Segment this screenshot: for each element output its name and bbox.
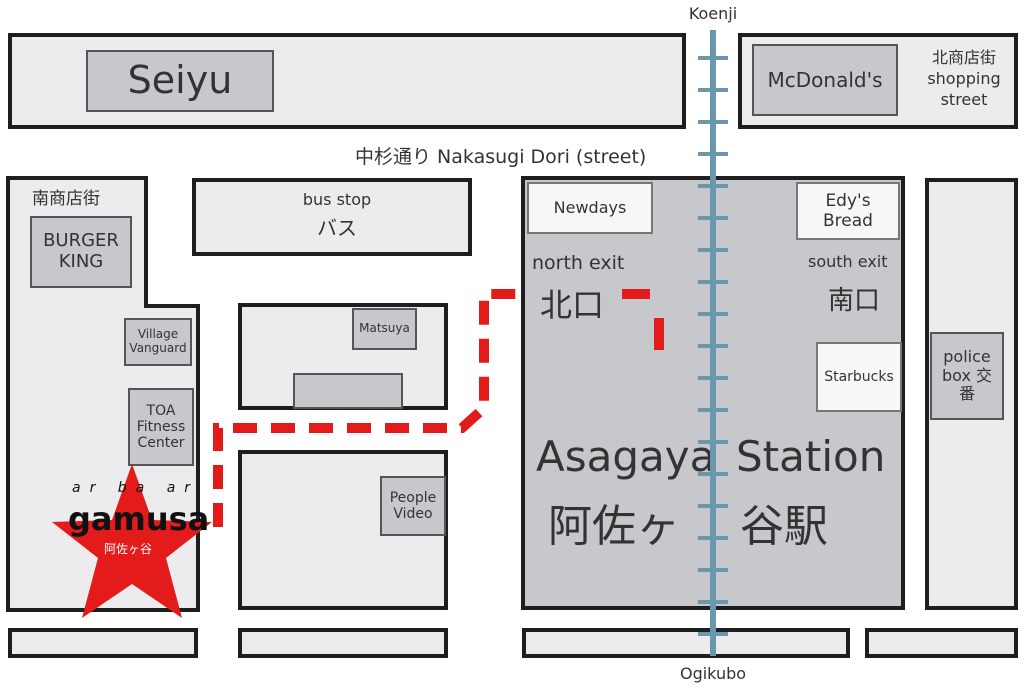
station-name-en-right: Station	[736, 432, 886, 481]
matsuya-store: Matsuya	[352, 308, 417, 350]
walking-route-path	[213, 289, 528, 527]
station-name-en-left: Asagaya	[536, 432, 716, 481]
block-bottom-station	[522, 628, 850, 658]
burger-king-store: BURGER KING	[30, 216, 132, 288]
newdays-shop: Newdays	[527, 182, 653, 234]
street-label: 中杉通り Nakasugi Dori (street)	[355, 146, 647, 168]
seiyu-store: Seiyu	[86, 50, 274, 112]
north-exit-jp-label: 北口	[540, 286, 605, 324]
gamusa-venue-marker	[52, 464, 212, 618]
village-vanguard-store: Village Vanguard	[124, 318, 192, 366]
toa-fitness-store: TOA Fitness Center	[128, 388, 194, 466]
edys-bread-shop: Edy's Bread	[796, 182, 900, 240]
north-exit-label: north exit	[532, 252, 625, 274]
railway-line	[698, 30, 728, 656]
gamusa-star	[52, 464, 212, 618]
south-exit-jp-label: 南口	[828, 286, 881, 316]
block-bottom-right	[865, 628, 1018, 658]
block-bottom-left	[8, 628, 198, 658]
starbucks-shop: Starbucks	[816, 342, 902, 412]
mcdonalds-store: McDonald's	[752, 44, 898, 116]
koenji-label: Koenji	[688, 4, 738, 23]
gamusa-logo: gamusa	[68, 500, 210, 538]
south-exit-label: south exit	[808, 252, 888, 271]
police-box: police box 交番	[930, 332, 1004, 420]
north-shopping-street-label: 北商店街 shopping street	[927, 48, 1001, 109]
gamusa-logo-jp: 阿佐ヶ谷	[104, 542, 153, 556]
railway-ties	[698, 56, 728, 636]
ogikubo-label: Ogikubo	[679, 664, 747, 683]
south-shopping-street-label: 南商店街	[32, 189, 100, 209]
bus-stop-label: bus stop	[302, 190, 372, 209]
station-name-jp-left: 阿佐ヶ	[548, 501, 680, 552]
matsuya-annex	[293, 373, 403, 409]
block-bus-stop	[192, 178, 472, 256]
gamusa-logo-small: ar ba ar	[72, 480, 200, 496]
bus-stop-jp-label: バス	[317, 216, 357, 240]
walking-route	[213, 289, 664, 527]
block-bottom-center	[238, 628, 448, 658]
people-video-store: People Video	[380, 476, 446, 536]
station-name-jp-right: 谷駅	[740, 501, 828, 552]
